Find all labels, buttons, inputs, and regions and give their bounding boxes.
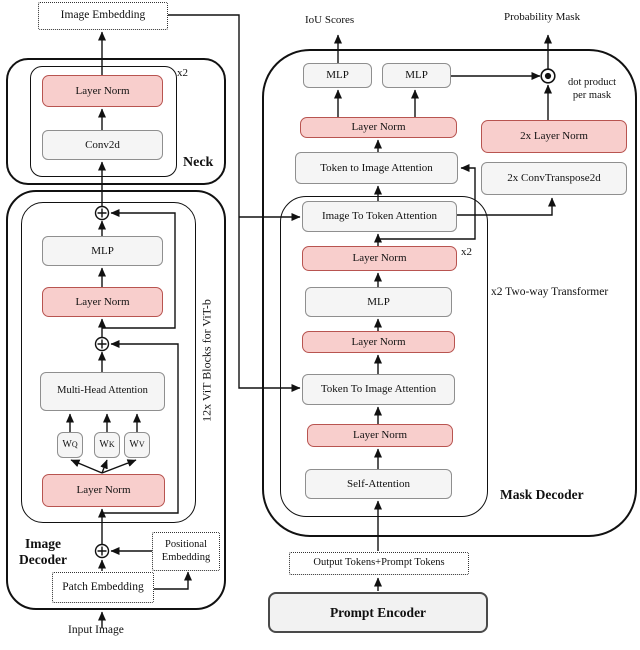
arrow-ln-to-wq: [70, 459, 103, 474]
skip-wire-mlp: [102, 209, 176, 329]
multi-head-attention: Multi-Head Attention: [40, 372, 165, 411]
add-node-top: [94, 205, 110, 221]
image-embedding-box: Image Embedding: [38, 2, 168, 30]
vit-mlp: MLP: [42, 236, 163, 266]
image-decoder-label: Image Decoder: [19, 536, 67, 567]
image-decoder-container: [6, 190, 226, 610]
md-layer-norm-2: Layer Norm: [302, 331, 455, 353]
md-repeat-label: x2: [461, 246, 472, 258]
wk-sub: K: [108, 440, 115, 449]
arrow-ln-to-wk: [100, 459, 108, 474]
wire-embedding-to-token-to-image: [168, 14, 301, 392]
input-image-label: Input Image: [68, 624, 124, 636]
prompt-encoder: Prompt Encoder: [268, 592, 488, 633]
wv-sub: V: [138, 440, 145, 449]
neck-container: [6, 58, 226, 185]
vit-stack-label: 12x ViT Blocks for ViT-b: [199, 299, 214, 422]
dot-product-note-line1: dot product: [567, 77, 617, 88]
two-way-transformer-label: x2 Two-way Transformer: [491, 286, 609, 298]
iou-scores-label: IoU Scores: [305, 14, 355, 26]
add-node-positional: [94, 543, 110, 559]
arrow-patch-to-positional: [154, 571, 192, 590]
add-node-middle: [94, 336, 110, 352]
vit-layer-norm-lower: Layer Norm: [42, 474, 165, 507]
neck-layer-norm: Layer Norm: [42, 75, 163, 107]
md-layer-norm-1: Layer Norm: [307, 424, 453, 447]
neck-conv2d: Conv2d: [42, 130, 163, 160]
md-layer-norm-final: Layer Norm: [300, 117, 457, 138]
mask-decoder-container: [262, 49, 637, 537]
mask-decoder-label: Mask Decoder: [500, 487, 584, 502]
patch-embedding-box: Patch Embedding: [52, 572, 154, 603]
two-way-transformer-container: [280, 196, 488, 517]
arrow-ln-to-wv: [101, 459, 137, 474]
md-mlp-mask: MLP: [382, 63, 451, 88]
wire-tokens-to-tti-final: [378, 164, 476, 240]
md-layer-norm-3: Layer Norm: [302, 246, 457, 271]
wk-base: W: [99, 439, 109, 451]
wq-sub: Q: [71, 440, 78, 449]
wire-itt-to-convtranspose: [457, 197, 556, 216]
md-token-to-image-attention-final: Token to Image Attention: [295, 152, 458, 184]
md-mlp-iou: MLP: [303, 63, 372, 88]
wv-base: W: [129, 439, 139, 451]
neck-repeat-label: x2: [177, 67, 188, 79]
dot-product-node: [540, 68, 556, 84]
output-tokens-box: Output Tokens+Prompt Tokens: [289, 552, 469, 575]
md-self-attention: Self-Attention: [305, 469, 452, 499]
probability-mask-label: Probability Mask: [504, 11, 581, 23]
vit-layer-norm-upper: Layer Norm: [42, 287, 163, 317]
md-token-to-image-attention: Token To Image Attention: [302, 374, 455, 405]
md-image-to-token-attention: Image To Token Attention: [302, 201, 457, 232]
md-mlp: MLP: [305, 287, 452, 317]
md-2x-conv-transpose: 2x ConvTranspose2d: [481, 162, 627, 195]
dot-product-note-line2: per mask: [572, 89, 612, 101]
vit-blocks-container: [21, 202, 196, 523]
neck-label: Neck: [183, 155, 214, 170]
skip-wire-attention: [102, 340, 179, 514]
dot-product-note: dot product per mask: [561, 77, 623, 102]
md-2x-layer-norm: 2x Layer Norm: [481, 120, 627, 153]
positional-embedding-box: Positional Embedding: [152, 532, 220, 571]
wq-base: W: [62, 439, 72, 451]
neck-inner-container: [30, 66, 177, 177]
